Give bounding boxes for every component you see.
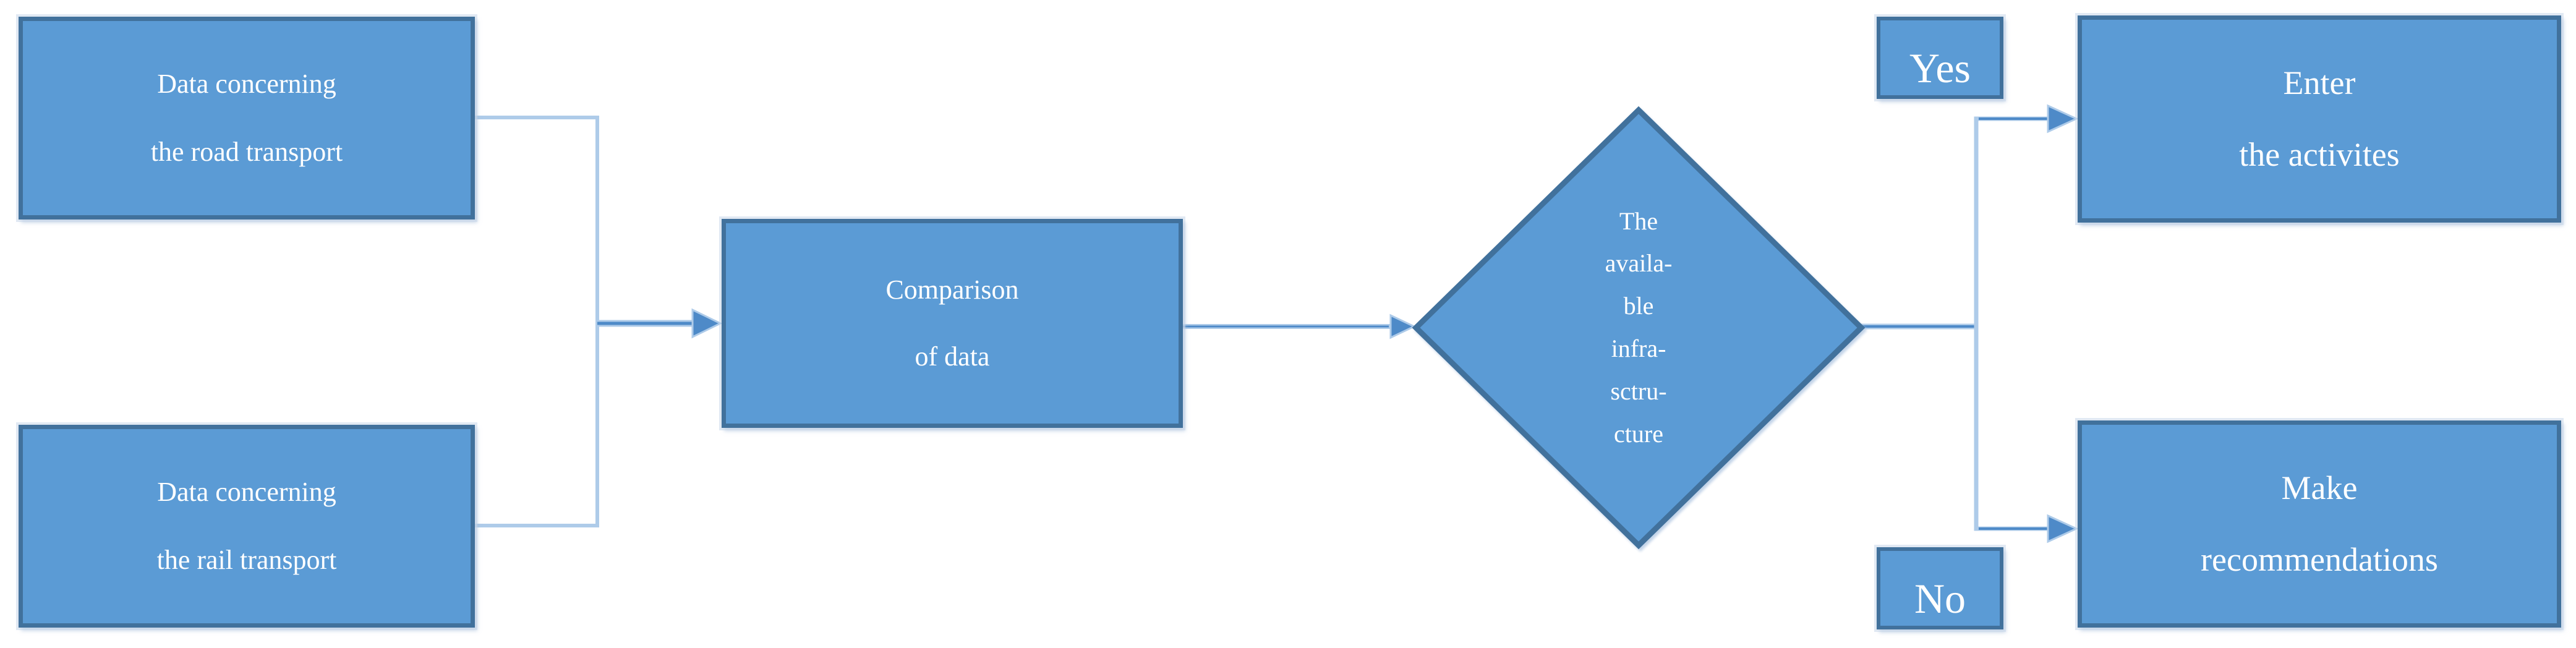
- arrowhead-into-comparison: [691, 308, 723, 339]
- tag-no-label: No: [1914, 575, 1966, 622]
- node-make-recommendations: Make recommendations: [2078, 420, 2561, 628]
- arrowhead-into-recommend: [2047, 514, 2079, 544]
- connector-splitter: [1974, 116, 2049, 531]
- arrowhead-into-decision: [1389, 313, 1417, 339]
- node-comparison-label: Comparison of data: [885, 275, 1019, 372]
- node-make-recommendations-label: Make recommendations: [2201, 469, 2438, 578]
- tag-no: No: [1877, 547, 2003, 629]
- arrowhead-into-enter: [2047, 104, 2079, 134]
- node-decision-label-container: The availa- ble infra- sctru- cture: [1509, 155, 1768, 501]
- node-decision-label: The availa- ble infra- sctru- cture: [1605, 207, 1673, 448]
- decision-diamond: [1412, 106, 1866, 550]
- node-comparison: Comparison of data: [722, 219, 1183, 428]
- node-enter-activities-label: Enter the activites: [2239, 64, 2400, 173]
- node-rail-label: Data concerning the rail transport: [156, 477, 337, 575]
- tag-yes: Yes: [1877, 17, 2003, 99]
- tag-yes-label: Yes: [1909, 45, 1971, 92]
- connector-road-rail-merge: [471, 116, 599, 527]
- node-road-label: Data concerning the road transport: [150, 69, 343, 167]
- node-enter-activities: Enter the activites: [2078, 15, 2561, 223]
- node-road-data: Data concerning the road transport: [19, 17, 475, 220]
- node-rail-data: Data concerning the rail transport: [19, 425, 475, 628]
